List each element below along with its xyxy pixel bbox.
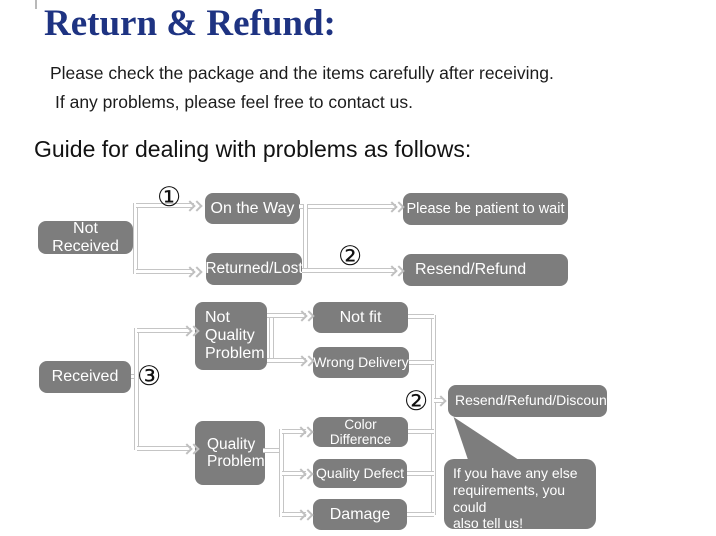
connector-line — [282, 471, 306, 476]
node-please-be-patient: Please be patient to wait — [403, 193, 568, 225]
node-damage: Damage — [313, 499, 407, 530]
intro-line-2: If any problems, please feel free to con… — [55, 92, 413, 112]
connector-line — [303, 204, 308, 273]
connector-line — [136, 203, 194, 208]
node-quality-problem: Quality Problem — [195, 421, 265, 485]
connector-line — [407, 471, 434, 476]
node-color-difference: Color Difference — [313, 417, 408, 447]
connector-line — [137, 328, 191, 333]
intro-line-1: Please check the package and the items c… — [50, 63, 554, 83]
note-bubble: If you have any else requirements, you c… — [444, 459, 596, 531]
step3-marker: ③ — [137, 361, 162, 391]
connector-line — [267, 358, 306, 363]
connector-line — [267, 313, 306, 318]
step1-marker: ① — [157, 182, 182, 212]
node-not-fit: Not fit — [313, 302, 408, 333]
speech-bubble-tail — [453, 417, 522, 462]
node-not-received: Not Received — [38, 220, 133, 255]
node-returned-lost: Returned/Lost — [205, 253, 303, 285]
connector-line — [263, 448, 283, 453]
connector-line — [133, 203, 138, 274]
step2-marker-top: ② — [338, 241, 363, 271]
connector-line — [282, 512, 306, 517]
connector-line — [434, 398, 444, 403]
node-quality-defect: Quality Defect — [313, 459, 407, 488]
connector-line — [408, 429, 434, 434]
connector-line — [282, 429, 306, 434]
node-wrong-delivery: Wrong Delivery — [313, 347, 409, 378]
node-received: Received — [39, 361, 131, 393]
guide-heading: Guide for dealing with problems as follo… — [34, 136, 472, 162]
connector-line — [137, 446, 191, 451]
connector-line — [136, 269, 194, 274]
connector-line — [431, 315, 436, 515]
page-title: Return & Refund: — [44, 3, 336, 44]
connector-line — [134, 328, 139, 450]
node-resend-refund: Resend/Refund — [403, 254, 568, 286]
node-on-the-way: On the Way — [205, 193, 300, 224]
connector-line — [407, 512, 434, 517]
connector-line — [409, 360, 434, 365]
stray-mark — [35, 0, 37, 9]
connector-line — [269, 313, 274, 363]
step2-marker-bottom: ② — [404, 386, 429, 416]
connector-line — [408, 314, 434, 319]
connector-line — [302, 268, 396, 273]
node-not-quality-problem: Not Quality Problem — [195, 302, 267, 370]
node-resend-refund-discount: Resend/Refund/Discount — [448, 385, 611, 417]
connector-line — [299, 204, 396, 209]
